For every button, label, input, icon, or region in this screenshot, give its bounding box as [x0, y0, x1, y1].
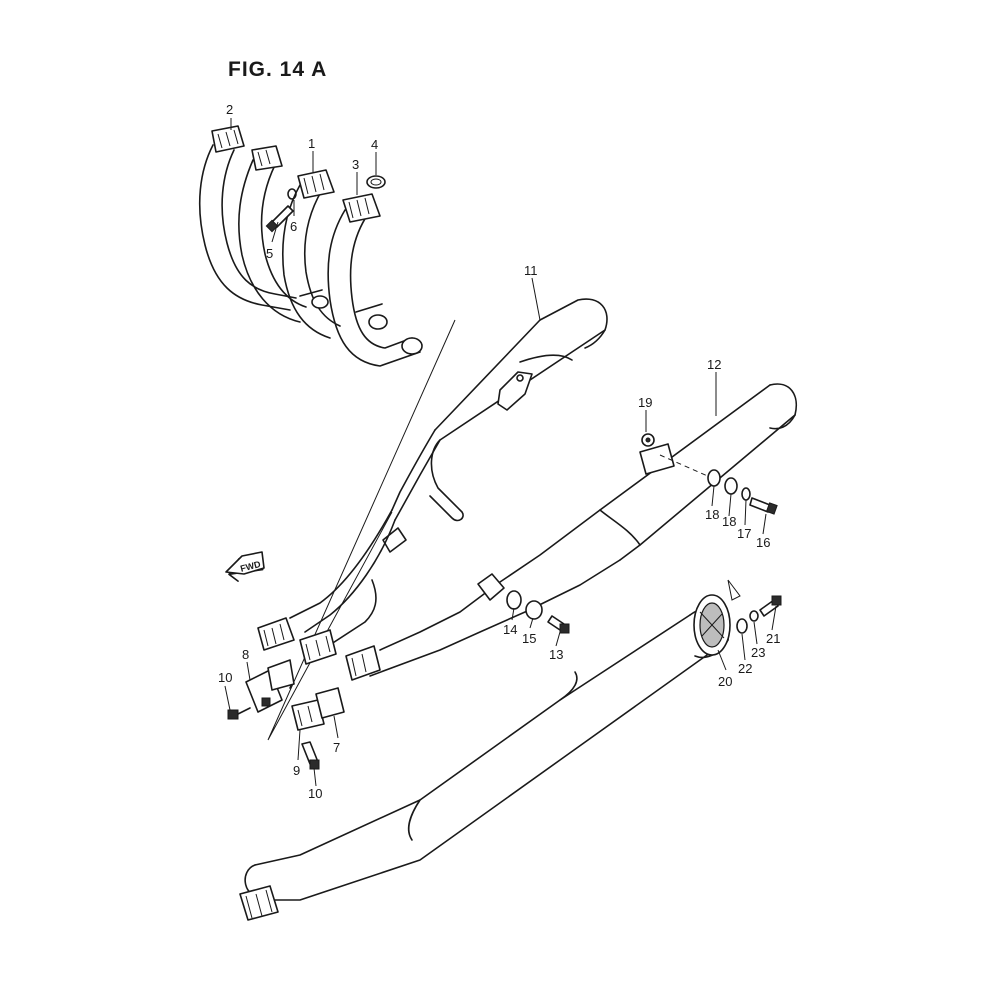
callout-19: 19 [638, 395, 652, 410]
callout-18a: 18 [705, 507, 719, 522]
washer-18a [707, 469, 721, 487]
callout-15: 15 [522, 631, 536, 646]
callout-14: 14 [503, 622, 517, 637]
muffler-11 [257, 298, 608, 665]
header-flange [251, 145, 283, 171]
lock-washer-17 [741, 487, 751, 501]
bolt-16 [749, 497, 778, 515]
callout-11: 11 [524, 263, 538, 278]
callout-16: 16 [756, 535, 770, 550]
hardware [227, 433, 782, 770]
washer-22 [736, 618, 748, 634]
assembly-boundary-line [267, 319, 456, 741]
callout-9: 9 [293, 763, 300, 778]
callout-labels: 2 1 4 3 6 5 11 12 19 18 18 17 16 14 15 1… [218, 102, 780, 801]
lock-washer-23 [749, 610, 759, 622]
callout-20: 20 [718, 674, 732, 689]
bolt-13 [547, 615, 570, 634]
sleeve-7 [267, 659, 345, 719]
figure-title: FIG. 14 A [228, 58, 328, 81]
gasket-4 [366, 175, 386, 189]
header-flange-1 [297, 169, 335, 199]
callout-8: 8 [242, 647, 249, 662]
callout-13: 13 [549, 647, 563, 662]
callout-12: 12 [707, 357, 721, 372]
callout-7: 7 [333, 740, 340, 755]
clamp-9 [291, 699, 325, 731]
callout-22: 22 [738, 661, 752, 676]
muffler-12 [345, 383, 797, 681]
nut-6 [287, 188, 297, 200]
callout-17: 17 [737, 526, 751, 541]
callout-5: 5 [266, 246, 273, 261]
callout-1: 1 [308, 136, 315, 151]
bolt-10b [301, 741, 320, 770]
callout-10a: 10 [218, 670, 232, 685]
bolt-10a [227, 707, 251, 720]
callout-18b: 18 [722, 514, 736, 529]
callout-2: 2 [226, 102, 233, 117]
washer-18b [724, 477, 738, 495]
exhaust-header-pipes [198, 125, 423, 367]
header-flange-2 [211, 125, 245, 153]
collar-15 [525, 600, 543, 620]
callout-6: 6 [290, 219, 297, 234]
callout-23: 23 [751, 645, 765, 660]
callout-4: 4 [371, 137, 378, 152]
callout-21: 21 [766, 631, 780, 646]
header-flange-3 [342, 193, 381, 223]
grommet-14 [506, 590, 522, 610]
callout-10b: 10 [308, 786, 322, 801]
forward-direction-arrow: FWD [225, 551, 265, 582]
muffler-lower [239, 594, 731, 921]
bolt-21 [759, 595, 782, 617]
callout-3: 3 [352, 157, 359, 172]
leader-lines [224, 118, 777, 787]
stud-bolt-5 [265, 205, 294, 233]
